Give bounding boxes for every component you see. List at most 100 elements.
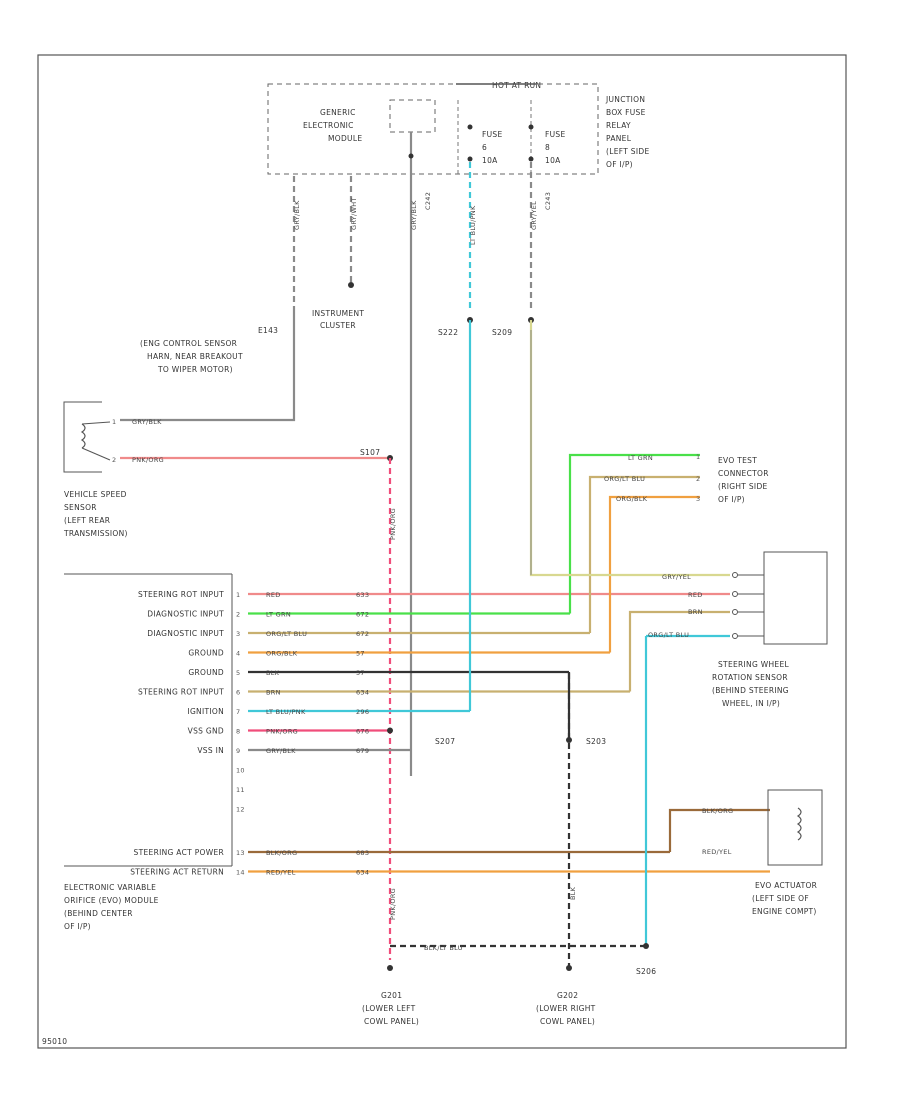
s203-label: S203 (586, 737, 606, 746)
instrument-cluster-label-1: INSTRUMENT (312, 309, 364, 318)
evo-row-circuit: 679 (356, 747, 369, 755)
evo-row-name: GROUND (188, 649, 224, 658)
evo-row-wire-label: ORG/LT BLU (266, 630, 307, 638)
vss-label-4: TRANSMISSION) (63, 529, 128, 538)
g202-label-2: (LOWER RIGHT (536, 1004, 596, 1013)
evo-row-circuit: 57 (356, 650, 365, 658)
evo-row-pin: 3 (236, 630, 240, 638)
s107-label: S107 (360, 448, 380, 457)
label-gry-yel: GRY/YEL (530, 201, 538, 230)
g202-dot (566, 965, 572, 971)
blk-v-label: BLK (569, 886, 577, 900)
s206-label: S206 (636, 967, 656, 976)
evo-row-name: STEERING ROT INPUT (138, 688, 224, 697)
blk-pnk-label: BLK/LT BLU (424, 944, 463, 952)
s207-label: S207 (435, 737, 455, 746)
wire-swrs-gry-yel (529, 320, 730, 577)
evo-row-wire-label: LT BLU/PNK (266, 708, 306, 716)
evo-row-pin: 1 (236, 591, 240, 599)
fuse-6-amp: 10A (482, 156, 498, 165)
g201-label-1: G201 (381, 991, 402, 1000)
evo-row-name: STEERING ROT INPUT (138, 590, 224, 599)
s206-dot (643, 943, 649, 949)
g202-label-3: COWL PANEL) (540, 1017, 595, 1026)
swrs-pin (732, 591, 738, 597)
evo-row-wire-label: LT GRN (266, 611, 291, 619)
vss-pin-1: 1 (112, 418, 116, 426)
evo-row-name: VSS IN (197, 746, 224, 755)
evo-label-4: OF I/P) (64, 922, 91, 931)
instrument-cluster-label-2: CLUSTER (320, 321, 356, 330)
evo-row-wire-label: ORG/BLK (266, 650, 298, 658)
swrs-wire-1-label: GRY/YEL (662, 573, 691, 581)
evo-row-pin: 5 (236, 669, 240, 677)
pnk-org-bottom-label: PNK/ORG (389, 888, 397, 920)
evo-row-circuit: 57 (356, 669, 365, 677)
g202-label-1: G202 (557, 991, 578, 1000)
wire-test-org-ltblu (588, 475, 700, 630)
evo-row-pin: 11 (236, 786, 245, 794)
evo-row-pin: 2 (236, 611, 240, 619)
evo-row-circuit: 634 (356, 689, 369, 697)
label-gry-blk: GRY/BLK (293, 200, 301, 230)
hot-at-run-box (267, 83, 599, 175)
jb-label-2: BOX FUSE (606, 108, 646, 117)
evo-row-wire-label: RED (266, 591, 281, 599)
vss-pin-2: 2 (112, 456, 116, 464)
swrs-label-2: ROTATION SENSOR (712, 673, 788, 682)
swrs-label-1: STEERING WHEEL (718, 660, 789, 669)
evo-test-label-4: OF I/P) (718, 495, 745, 504)
label-gry-blk2: GRY/BLK (410, 200, 418, 230)
evo-row-circuit: 672 (356, 611, 369, 619)
fuse-6-terminal-bottom (467, 156, 473, 162)
evo-label-2: ORIFICE (EVO) MODULE (64, 896, 159, 905)
gem-wire-dot (408, 153, 414, 159)
evo-row-name: DIAGNOSTIC INPUT (147, 610, 224, 619)
gem-label-3: MODULE (328, 134, 362, 143)
vss-label-3: (LEFT REAR (64, 516, 110, 525)
swrs-label-4: WHEEL, IN I/P) (722, 699, 780, 708)
instrument-cluster-dot (348, 282, 354, 288)
evo-row-circuit: 634 (356, 869, 369, 877)
wire-vss-gry-blk (120, 418, 296, 422)
swrs-label-3: (BEHIND STEERING (712, 686, 789, 695)
figure-id: 95010 (42, 1037, 67, 1046)
vss-section: E143 (ENG CONTROL SENSOR HARN, NEAR BREA… (63, 326, 397, 960)
wire-act-power-route (668, 808, 770, 852)
evo-row-circuit: 633 (356, 591, 369, 599)
evo-row-name: IGNITION (187, 707, 224, 716)
evo-row-pin: 4 (236, 650, 240, 658)
gem-label-2: ELECTRONIC (303, 121, 354, 130)
label-lt-blu-pnk: LT BLU/PNK (469, 205, 477, 245)
gem-inner-box (389, 99, 436, 133)
fuse-8-terminal-top (528, 124, 534, 130)
swrs-wire-4-label: ORG/LT BLU (648, 631, 689, 639)
fuse-6-terminal-top (467, 124, 473, 130)
evo-row-name: DIAGNOSTIC INPUT (147, 629, 224, 638)
swrs-pins (732, 572, 764, 639)
test-pin-3: 3 (696, 495, 700, 503)
hot-at-run-label: HOT AT RUN (492, 81, 541, 90)
s222-label: S222 (438, 328, 458, 337)
label-c242: C242 (424, 192, 432, 210)
evo-row-pin: 8 (236, 728, 240, 736)
evo-row-wire-label: BRN (266, 689, 281, 697)
evo-row-wire-label: BLK/ORG (266, 849, 297, 857)
evo-test-label-3: (RIGHT SIDE (718, 482, 768, 491)
evo-actuator-coil-icon (796, 807, 802, 841)
vss-coil-icon (80, 423, 86, 449)
s209-label: S209 (492, 328, 512, 337)
s207-dot (387, 727, 393, 734)
e143-label-4: TO WIPER MOTOR) (157, 365, 233, 374)
pnk-org-v-label: PNK/ORG (389, 508, 397, 540)
test-pin-2: 2 (696, 475, 700, 483)
evo-row-wire-label: RED/YEL (266, 869, 296, 877)
evo-actuator-box (767, 789, 823, 866)
evo-row-wire-label: BLK (266, 669, 280, 677)
evo-row-pin: 6 (236, 689, 240, 697)
vss-coil-lead-top (81, 421, 111, 425)
swrs-box (763, 551, 828, 645)
vss-coil-lead-bot (81, 447, 111, 461)
evo-row-circuit: 672 (356, 630, 369, 638)
